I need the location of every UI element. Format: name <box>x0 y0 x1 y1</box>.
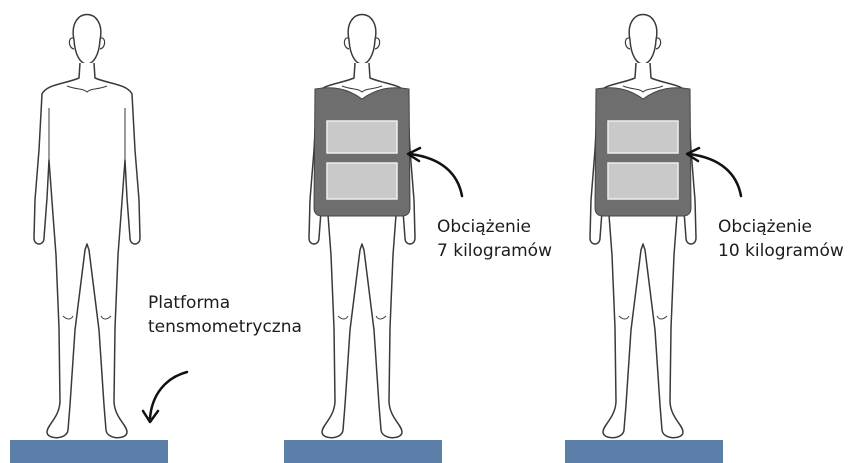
figure-7kg <box>309 15 415 438</box>
load-10kg-label: Obciążenie 10 kilogramów <box>718 215 844 263</box>
figure-no-load <box>34 15 140 438</box>
platform-label-line2: tensmometryczna <box>148 315 302 339</box>
figure-10kg <box>590 15 696 438</box>
load-7kg-label: Obciążenie 7 kilogramów <box>437 215 552 263</box>
load-7kg-label-line2: 7 kilogramów <box>437 239 552 263</box>
platform-2 <box>284 440 442 463</box>
load-10kg-label-line2: 10 kilogramów <box>718 239 844 263</box>
arrow-vest-10kg-icon <box>687 148 741 196</box>
weight-vest-7kg <box>314 88 410 216</box>
arrow-vest-7kg-icon <box>408 148 462 196</box>
platform-1 <box>10 440 168 463</box>
load-7kg-label-line1: Obciążenie <box>437 215 552 239</box>
platform-3 <box>565 440 723 463</box>
load-10kg-label-line1: Obciążenie <box>718 215 844 239</box>
platform-label: Platforma tensmometryczna <box>148 291 302 339</box>
platform-label-line1: Platforma <box>148 291 302 315</box>
weight-vest-10kg <box>595 88 691 216</box>
arrow-platform-icon <box>143 372 187 422</box>
